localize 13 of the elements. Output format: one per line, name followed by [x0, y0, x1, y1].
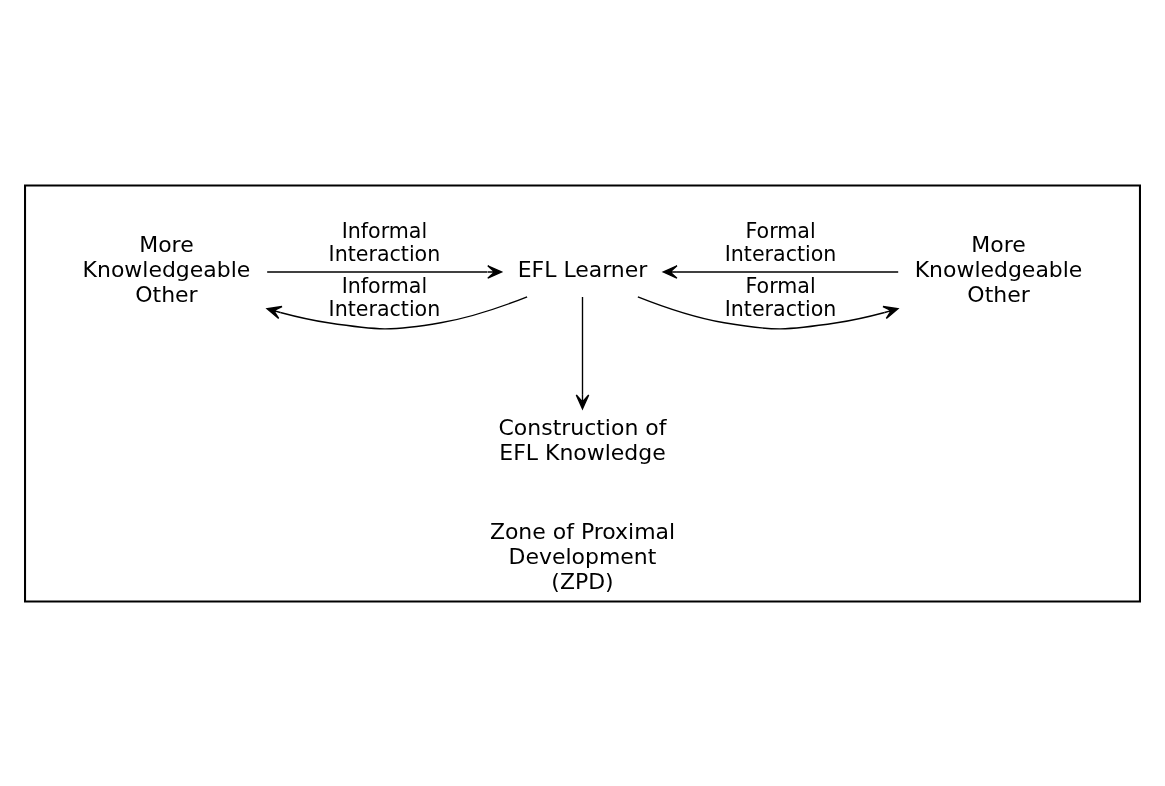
node-text: More Knowledgeable Other [914, 231, 1083, 307]
arrow [637, 295, 899, 330]
edge-label: Informal Interaction [328, 218, 441, 266]
node-text: Construction of EFL Knowledge [498, 414, 667, 465]
edge-label: Formal Interaction [724, 273, 837, 321]
node-text: More Knowledgeable Other [82, 231, 251, 307]
edge-label: Formal Interaction [724, 218, 837, 266]
edge-label: Informal Interaction [328, 273, 441, 321]
arrow [266, 264, 503, 279]
node-text: EFL Learner [517, 256, 648, 282]
arrow [662, 264, 899, 279]
arrow [266, 295, 528, 330]
arrow [575, 295, 590, 409]
